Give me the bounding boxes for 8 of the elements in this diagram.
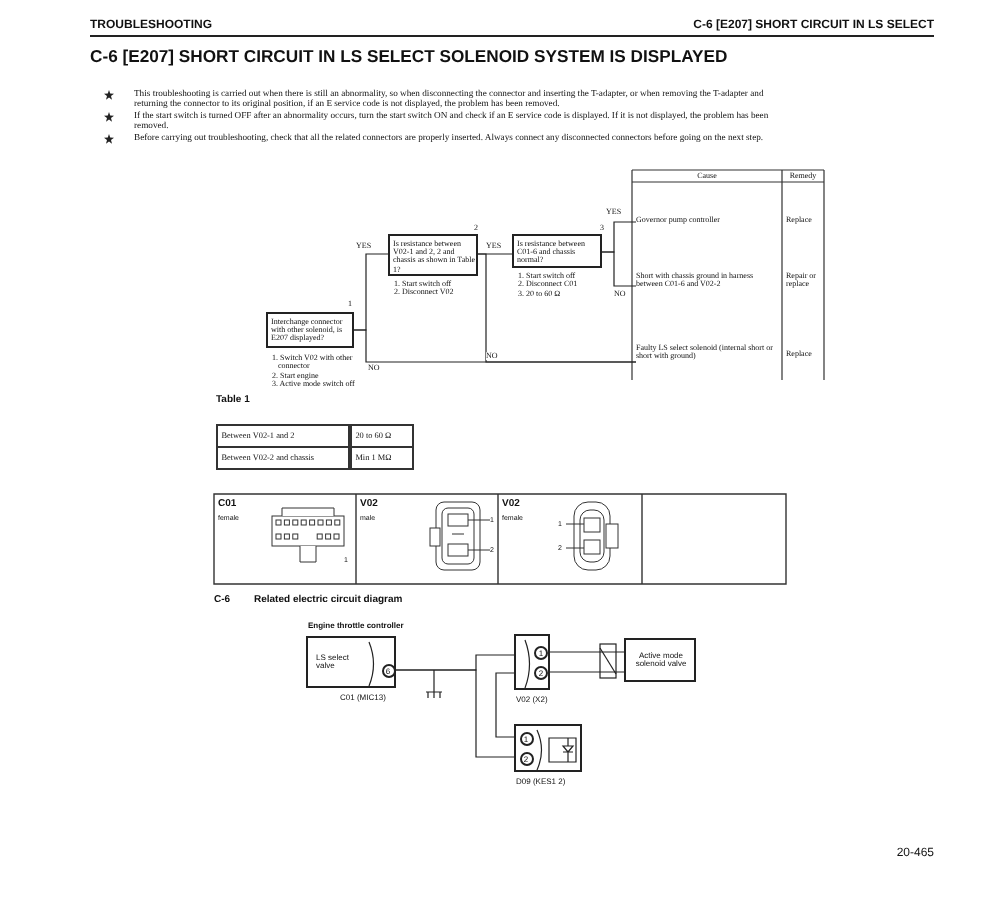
- flow-line: [601, 251, 637, 287]
- wire: [495, 672, 515, 738]
- solenoid-box: [624, 638, 696, 682]
- flow-line: [353, 329, 637, 363]
- page-title: C-6 [E207] SHORT CIRCUIT IN LS SELECT SOLENOID SYSTEM IS DISPLAYED: [90, 48, 730, 65]
- wire: [549, 651, 625, 653]
- wire: [395, 669, 515, 758]
- wire: [549, 671, 625, 673]
